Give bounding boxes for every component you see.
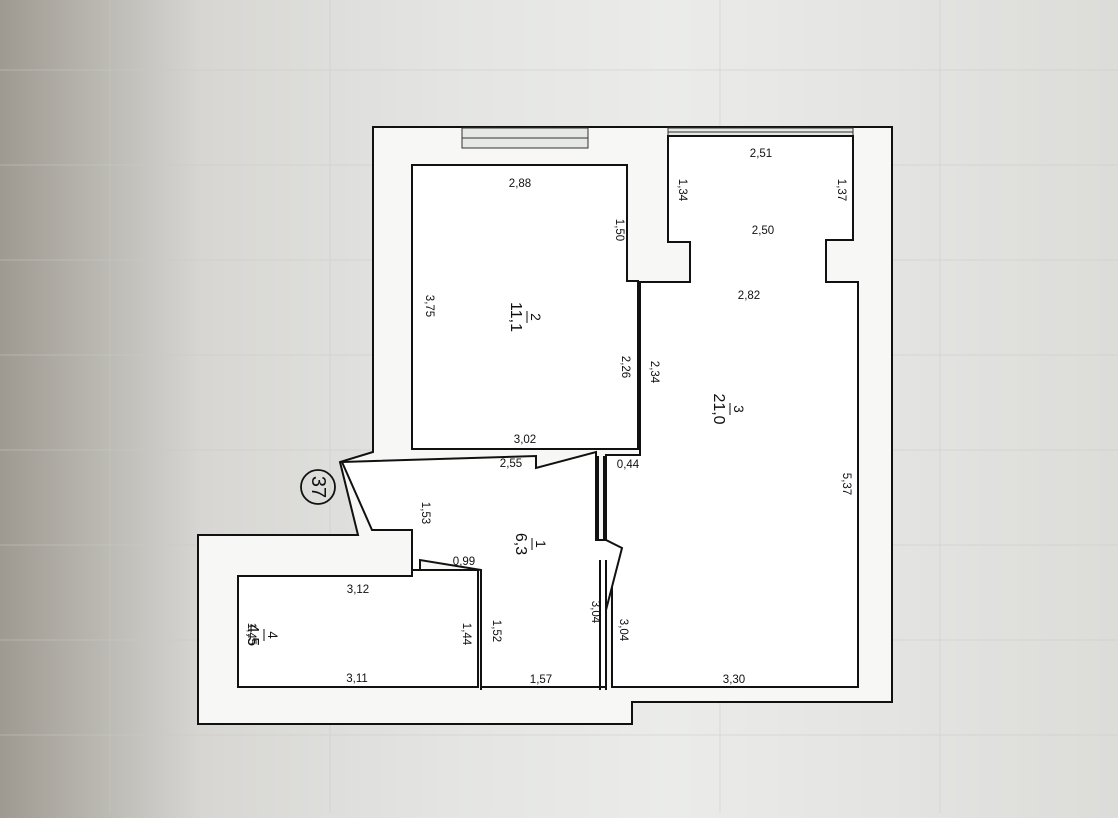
dimension-label: 2,55 bbox=[500, 458, 522, 470]
apartment-number-circle bbox=[300, 469, 336, 505]
dimension-label: 2,34 bbox=[648, 361, 660, 384]
room-number-4: 4 bbox=[265, 631, 280, 639]
dimension-label: 3,75 bbox=[423, 295, 435, 317]
dimension-label: 2,26 bbox=[619, 356, 631, 378]
dimension-label: 3,04 bbox=[617, 619, 629, 642]
dimension-label: 2,51 bbox=[750, 148, 772, 160]
dimension-labels: 2,88 1,50 3,75 2,26 3,02 2,55 2,51 1,34 … bbox=[245, 148, 852, 686]
dimension-label: 1,37 bbox=[835, 179, 847, 201]
dimension-label: 2,82 bbox=[738, 290, 760, 302]
dimension-label: 1,57 bbox=[530, 674, 552, 686]
dimension-label: 5,37 bbox=[840, 473, 852, 495]
dimension-label: 1,44 bbox=[460, 623, 472, 646]
window-left bbox=[461, 127, 589, 149]
room-area-1: 6,3 bbox=[512, 533, 529, 555]
room-number-2: 2 bbox=[528, 313, 543, 321]
room-area-4: 4,5 bbox=[244, 624, 261, 646]
dimension-label: 1,53 bbox=[419, 502, 431, 524]
dimension-label: 2,88 bbox=[509, 178, 531, 190]
partitions bbox=[412, 448, 638, 690]
room-label-2: 2 11,1 bbox=[507, 302, 543, 332]
room-area-3: 21,0 bbox=[710, 393, 727, 424]
dimension-label: 1,34 bbox=[676, 179, 688, 202]
dimension-label: 2,50 bbox=[752, 225, 774, 237]
dimension-label: 3,02 bbox=[514, 434, 536, 446]
dimension-label: 1,52 bbox=[490, 620, 502, 642]
room-4-outline bbox=[237, 569, 479, 688]
apartment-number: 37 bbox=[307, 476, 329, 498]
dimension-label: 3,04 bbox=[589, 601, 601, 624]
room-label-3: 3 21,0 bbox=[710, 393, 746, 424]
dimension-label: 3,12 bbox=[347, 584, 369, 596]
room-number-3: 3 bbox=[731, 405, 746, 413]
room-2-outline bbox=[411, 164, 639, 450]
room-number-1: 1 bbox=[533, 540, 548, 548]
room-area-2: 11,1 bbox=[507, 302, 524, 332]
room-label-1: 1 6,3 bbox=[512, 533, 548, 555]
dimension-label: 0,44 bbox=[617, 459, 640, 471]
dimension-label: 1,45 bbox=[245, 623, 257, 645]
dimension-label: 3,11 bbox=[346, 673, 368, 685]
dimension-label: 0,99 bbox=[453, 556, 475, 568]
dimension-label: 3,30 bbox=[723, 674, 745, 686]
room-label-4: 4 4,5 bbox=[244, 624, 280, 646]
dimension-label: 1,50 bbox=[613, 219, 625, 241]
window-right bbox=[667, 127, 854, 137]
